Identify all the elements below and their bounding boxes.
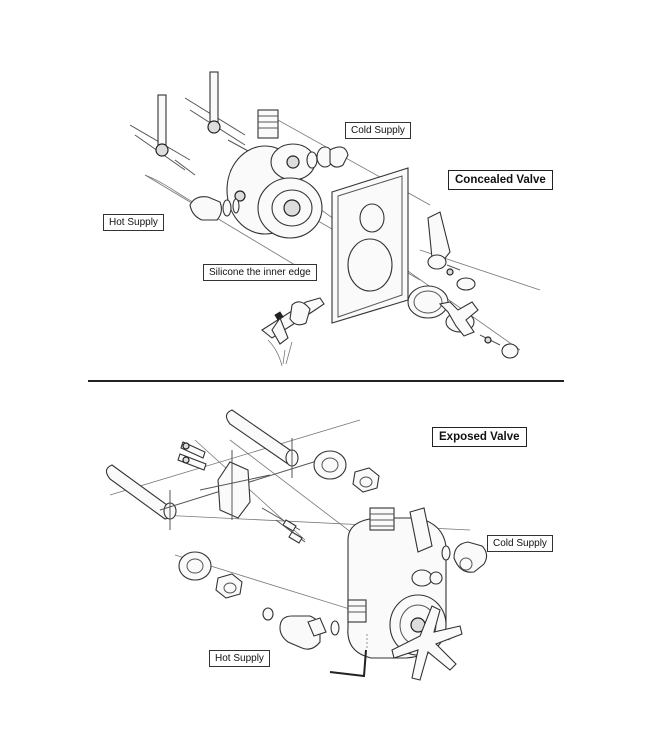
cold-supply-elbow	[306, 146, 349, 169]
exposed-cold-elbow	[441, 541, 488, 573]
exposed-cross-handle	[391, 605, 463, 681]
hot-supply-label-exposed: Hot Supply	[209, 650, 270, 667]
hot-supply-label-concealed: Hot Supply	[103, 214, 164, 231]
silicone-label: Silicone the inner edge	[203, 264, 317, 281]
allen-key	[329, 632, 368, 678]
exposed-hot-elbow	[279, 615, 340, 650]
cold-flange-nut	[313, 450, 380, 493]
concealed-valve-drawing	[129, 71, 541, 367]
hot-supply-elbow	[144, 174, 240, 221]
section-divider	[88, 380, 564, 382]
wall-plug-screws	[129, 71, 251, 176]
exposed-lever-handle	[409, 507, 443, 587]
exposed-wall-plugs	[177, 441, 306, 544]
cold-supply-label-concealed: Cold Supply	[345, 122, 411, 139]
exposed-wall-plate	[199, 450, 271, 520]
concealed-valve-body	[226, 109, 323, 239]
concealed-trim-parts	[407, 211, 519, 359]
hot-flange-nut	[178, 551, 274, 621]
concealed-cover-plate	[331, 167, 409, 324]
concealed-valve-title: Concealed Valve	[448, 170, 553, 190]
silicone-gun-hand	[261, 297, 325, 367]
cold-supply-label-exposed: Cold Supply	[487, 535, 553, 552]
exposed-valve-drawing	[105, 409, 488, 681]
exposed-valve-title: Exposed Valve	[432, 427, 527, 447]
